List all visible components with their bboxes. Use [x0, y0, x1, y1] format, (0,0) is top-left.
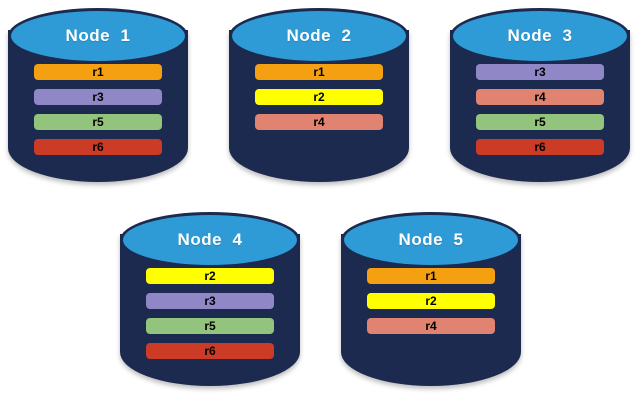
- replica-bar[interactable]: r2: [146, 268, 274, 284]
- replica-list: r1 r3 r5 r6: [34, 64, 162, 155]
- replica-bar[interactable]: r5: [146, 318, 274, 334]
- replica-bar[interactable]: r6: [476, 139, 604, 155]
- replica-bar[interactable]: r4: [476, 89, 604, 105]
- replica-bar[interactable]: r2: [367, 293, 495, 309]
- node-cylinder-lid: [229, 8, 409, 64]
- replica-list: r2 r3 r5 r6: [146, 268, 274, 359]
- replica-bar[interactable]: r6: [146, 343, 274, 359]
- replica-bar[interactable]: r5: [476, 114, 604, 130]
- replica-bar[interactable]: r6: [34, 139, 162, 155]
- node-title: Node 4: [177, 230, 243, 249]
- database-node-4[interactable]: Node 4 r2 r3 r5 r6: [120, 212, 300, 390]
- node-cylinder-lid: [120, 212, 300, 268]
- replica-bar[interactable]: r1: [34, 64, 162, 80]
- database-node-1[interactable]: Node 1 r1 r3 r5 r6: [8, 8, 188, 186]
- database-node-3[interactable]: Node 3 r3 r4 r5 r6: [450, 8, 630, 186]
- replica-bar[interactable]: r1: [367, 268, 495, 284]
- database-node-5[interactable]: Node 5 r1 r2 r4: [341, 212, 521, 390]
- replica-bar[interactable]: r3: [34, 89, 162, 105]
- node-cylinder-lid: [341, 212, 521, 268]
- replica-bar[interactable]: r1: [255, 64, 383, 80]
- node-title: Node 1: [65, 26, 131, 45]
- replica-bar[interactable]: r5: [34, 114, 162, 130]
- replica-bar[interactable]: r4: [255, 114, 383, 130]
- replica-list: r1 r2 r4: [255, 64, 383, 130]
- node-cylinder-lid: [450, 8, 630, 64]
- node-title: Node 5: [398, 230, 464, 249]
- replica-list: r1 r2 r4: [367, 268, 495, 334]
- replica-bar[interactable]: r3: [476, 64, 604, 80]
- database-node-2[interactable]: Node 2 r1 r2 r4: [229, 8, 409, 186]
- node-cylinder-lid: [8, 8, 188, 64]
- replica-bar[interactable]: r4: [367, 318, 495, 334]
- replica-list: r3 r4 r5 r6: [476, 64, 604, 155]
- node-title: Node 2: [286, 26, 352, 45]
- node-title: Node 3: [507, 26, 573, 45]
- replica-bar[interactable]: r3: [146, 293, 274, 309]
- replica-bar[interactable]: r2: [255, 89, 383, 105]
